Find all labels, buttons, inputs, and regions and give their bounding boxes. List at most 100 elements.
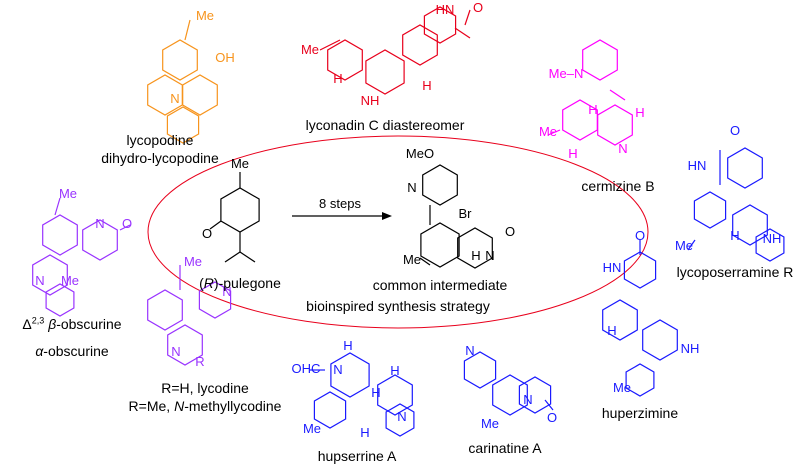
atom-label: H	[471, 248, 480, 263]
atom-label: H	[730, 228, 739, 243]
ring	[82, 219, 118, 261]
ring	[365, 49, 405, 95]
ring	[147, 289, 183, 331]
arrow-head-icon	[382, 212, 392, 220]
ring	[198, 281, 232, 319]
atom-label: HN	[688, 158, 707, 173]
carinatine-label: carinatine A	[468, 440, 542, 456]
ring	[330, 352, 370, 398]
ring	[220, 187, 260, 233]
atom-label: N	[333, 362, 342, 377]
ring	[166, 106, 200, 144]
label-part: )-pulegone	[213, 275, 281, 291]
atom-label: O	[202, 226, 212, 241]
bond	[209, 220, 222, 230]
atom-label: N	[618, 141, 627, 156]
atom-label: HN	[603, 260, 622, 275]
label-part: 2,3	[31, 315, 45, 326]
ring	[147, 74, 183, 116]
atom-label: O	[547, 410, 557, 425]
atom-label: O	[505, 224, 515, 239]
atom-label: NH	[361, 93, 380, 108]
label-part: N	[174, 398, 185, 414]
atom-label: Me	[231, 156, 249, 171]
ring	[732, 204, 768, 246]
ring	[45, 283, 75, 317]
atom-label: N	[465, 343, 474, 358]
ring	[182, 74, 218, 116]
atom-label: OH	[215, 50, 235, 65]
label-part: -obscurine	[56, 316, 122, 332]
ring	[42, 214, 78, 256]
ring	[377, 374, 413, 416]
bond	[687, 239, 696, 251]
atom-label: N	[170, 91, 179, 106]
bond	[454, 27, 471, 39]
cermizine-label: cermizine B	[581, 178, 655, 194]
atom-label: Me	[613, 380, 631, 395]
atom-label: HN	[436, 2, 455, 17]
bond	[239, 251, 256, 263]
atom-label: N	[485, 248, 494, 263]
pulegone-structure: MeO	[202, 156, 260, 263]
ring	[602, 299, 638, 341]
ring	[402, 24, 438, 66]
intermediate-label: common intermediate	[372, 277, 508, 293]
atom-label: Me	[481, 416, 499, 431]
atom-label: H	[635, 105, 644, 120]
bond	[419, 257, 431, 266]
atom-label: H	[422, 78, 431, 93]
atom-label: H	[390, 363, 399, 378]
bond	[609, 89, 626, 101]
atom-label: NH	[681, 341, 700, 356]
atom-label: O	[730, 123, 740, 138]
atom-label: Me	[303, 421, 321, 436]
atom-label: H	[588, 102, 597, 117]
ring	[32, 254, 68, 296]
ring	[623, 251, 657, 289]
atom-label: MeO	[406, 146, 434, 161]
atom-label: N	[407, 180, 416, 195]
atom-label: Me	[196, 8, 214, 23]
atom-label: Me	[61, 273, 79, 288]
label-part: Δ	[22, 316, 32, 332]
atom-label: N	[397, 409, 406, 424]
label-part: -methyllycodine	[184, 398, 282, 414]
atom-label: H	[360, 425, 369, 440]
atom-label: N	[171, 344, 180, 359]
ring	[422, 164, 458, 206]
bond	[119, 224, 131, 231]
ring	[625, 363, 655, 397]
atom-label: Me	[59, 186, 77, 201]
atom-label: O	[635, 228, 645, 243]
strategy-ellipse	[147, 135, 649, 329]
ring	[327, 39, 363, 81]
ring	[420, 222, 460, 268]
atom-label: Me	[403, 252, 421, 267]
strategy-label: bioinspired synthesis strategy	[306, 298, 490, 314]
ring	[162, 39, 198, 81]
atom-label: O	[122, 216, 132, 231]
atom-label: OHC	[292, 361, 321, 376]
ring	[385, 403, 415, 437]
lyconadin-label: lyconadin C diastereomer	[305, 117, 465, 133]
atom-label: N	[35, 273, 44, 288]
atom-label: Me	[301, 42, 319, 57]
huperzimine-label: huperzimine	[601, 405, 679, 421]
bond	[464, 9, 471, 26]
atom-label: Me	[184, 254, 202, 269]
bond	[547, 129, 561, 136]
label-part: R	[203, 275, 214, 291]
hupserrine-label: hupserrine A	[317, 448, 397, 464]
ring	[423, 6, 457, 44]
atom-label: H	[371, 385, 380, 400]
pulegone-label: (R)-pulegone	[199, 275, 281, 291]
